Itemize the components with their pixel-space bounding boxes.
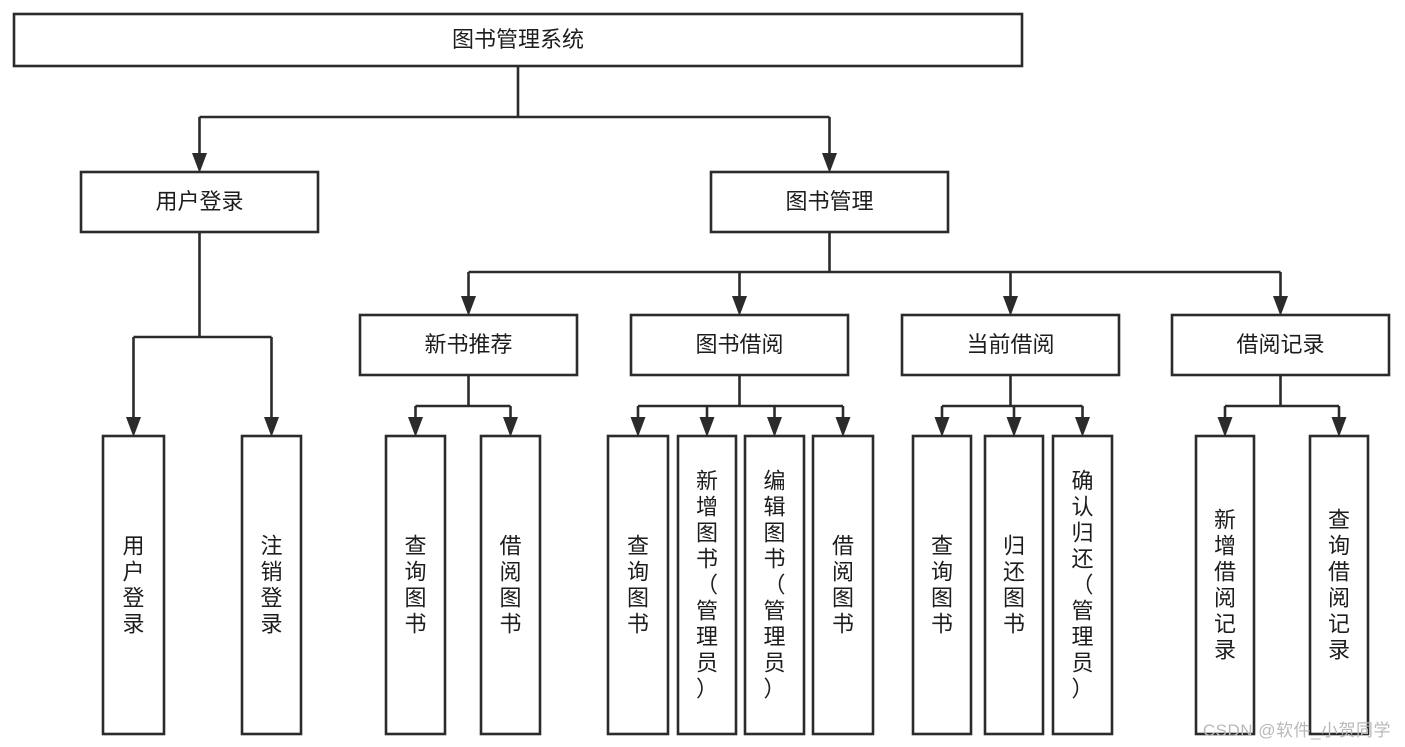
node-root[interactable]: 图书管理系统 — [12, 12, 1024, 68]
arrow-head-icon — [1217, 417, 1233, 437]
node-label-leaf-confirm-return: 确认归还（管理员） — [1071, 468, 1093, 701]
edge-group-book-manage — [461, 232, 1288, 316]
node-leaf-logout[interactable]: 注销登录 — [240, 434, 303, 736]
node-box-leaf-return-book[interactable] — [983, 434, 1045, 736]
node-label-user-login: 用户登录 — [155, 189, 243, 214]
node-book-borrow[interactable]: 图书借阅 — [629, 313, 850, 377]
node-box-new-book-rec[interactable] — [358, 313, 579, 377]
arrow-head-icon — [822, 153, 837, 173]
arrow-head-icon — [126, 417, 141, 437]
edge-group-current-borrow — [934, 375, 1090, 437]
arrow-head-icon — [1003, 296, 1018, 316]
edge-layer — [126, 66, 1347, 437]
node-label-leaf-borrow-book-bb: 借阅图书 — [832, 533, 854, 636]
node-box-leaf-query-book-cb[interactable] — [911, 434, 973, 736]
node-label-leaf-query-record: 查询借阅记录 — [1328, 507, 1350, 662]
node-label-new-book-rec: 新书推荐 — [424, 332, 512, 357]
arrow-head-icon — [408, 417, 423, 437]
node-box-root[interactable] — [12, 12, 1024, 68]
arrow-head-icon — [192, 153, 207, 173]
node-leaf-borrow-book-rec[interactable]: 借阅图书 — [479, 434, 542, 736]
node-label-leaf-query-book-bb: 查询图书 — [627, 533, 649, 636]
node-new-book-rec[interactable]: 新书推荐 — [358, 313, 579, 377]
node-leaf-confirm-return[interactable]: 确认归还（管理员） — [1051, 434, 1114, 736]
arrow-head-icon — [767, 417, 782, 437]
node-box-leaf-borrow-book-bb[interactable] — [811, 434, 875, 736]
node-leaf-user-login[interactable]: 用户登录 — [101, 434, 166, 736]
node-borrow-record[interactable]: 借阅记录 — [1170, 313, 1391, 377]
node-label-current-borrow: 当前借阅 — [966, 332, 1054, 357]
node-label-book-manage: 图书管理 — [785, 189, 873, 214]
node-label-leaf-return-book: 归还图书 — [1003, 533, 1025, 636]
node-label-book-borrow: 图书借阅 — [695, 332, 783, 357]
arrow-head-icon — [1273, 296, 1288, 316]
node-label-leaf-user-login: 用户登录 — [122, 533, 144, 636]
node-label-leaf-query-book-cb: 查询图书 — [931, 533, 953, 636]
arrow-head-icon — [1006, 417, 1022, 437]
node-layer: 图书管理系统用户登录图书管理新书推荐图书借阅当前借阅借阅记录用户登录注销登录查询… — [12, 12, 1391, 736]
edge-group-root — [192, 66, 837, 173]
node-book-manage[interactable]: 图书管理 — [709, 170, 950, 234]
node-label-leaf-edit-book: 编辑图书（管理员） — [763, 468, 785, 701]
arrow-head-icon — [835, 417, 851, 437]
node-box-leaf-confirm-return[interactable] — [1051, 434, 1114, 736]
node-current-borrow[interactable]: 当前借阅 — [900, 313, 1121, 377]
arrow-head-icon — [699, 417, 715, 437]
node-box-leaf-query-book-rec[interactable] — [384, 434, 447, 736]
node-leaf-borrow-book-bb[interactable]: 借阅图书 — [811, 434, 875, 736]
node-box-book-manage[interactable] — [709, 170, 950, 234]
node-leaf-query-record[interactable]: 查询借阅记录 — [1308, 434, 1370, 736]
node-box-leaf-add-book[interactable] — [676, 434, 738, 736]
node-box-leaf-edit-book[interactable] — [743, 434, 806, 736]
node-box-borrow-record[interactable] — [1170, 313, 1391, 377]
edge-group-borrow-record — [1217, 375, 1347, 437]
node-leaf-query-book-rec[interactable]: 查询图书 — [384, 434, 447, 736]
node-leaf-return-book[interactable]: 归还图书 — [983, 434, 1045, 736]
arrow-head-icon — [934, 417, 950, 437]
arrow-head-icon — [630, 417, 646, 437]
node-box-leaf-borrow-book-rec[interactable] — [479, 434, 542, 736]
watermark: CSDN @软件_小贺同学 — [1202, 721, 1391, 740]
arrow-head-icon — [1075, 417, 1090, 437]
node-leaf-add-book[interactable]: 新增图书（管理员） — [676, 434, 738, 736]
node-label-leaf-query-book-rec: 查询图书 — [404, 533, 426, 636]
arrow-head-icon — [1331, 417, 1347, 437]
arrow-head-icon — [264, 417, 279, 437]
node-leaf-query-book-bb[interactable]: 查询图书 — [606, 434, 670, 736]
node-box-book-borrow[interactable] — [629, 313, 850, 377]
node-leaf-edit-book[interactable]: 编辑图书（管理员） — [743, 434, 806, 736]
node-label-borrow-record: 借阅记录 — [1236, 332, 1324, 357]
node-leaf-query-book-cb[interactable]: 查询图书 — [911, 434, 973, 736]
node-leaf-add-record[interactable]: 新增借阅记录 — [1194, 434, 1256, 736]
edge-group-book-borrow — [630, 375, 851, 437]
node-user-login[interactable]: 用户登录 — [79, 170, 320, 234]
node-box-user-login[interactable] — [79, 170, 320, 234]
node-box-leaf-user-login[interactable] — [101, 434, 166, 736]
arrow-head-icon — [732, 296, 747, 316]
node-box-leaf-add-record[interactable] — [1194, 434, 1256, 736]
node-label-leaf-add-book: 新增图书（管理员） — [696, 468, 718, 701]
arrow-head-icon — [503, 417, 518, 437]
edge-group-new-book-rec — [408, 375, 518, 437]
node-label-leaf-logout: 注销登录 — [260, 533, 282, 636]
node-box-current-borrow[interactable] — [900, 313, 1121, 377]
node-box-leaf-query-book-bb[interactable] — [606, 434, 670, 736]
edge-group-user-login — [126, 232, 279, 437]
node-label-root: 图书管理系统 — [452, 27, 584, 52]
node-box-leaf-query-record[interactable] — [1308, 434, 1370, 736]
node-label-leaf-add-record: 新增借阅记录 — [1214, 507, 1236, 662]
node-label-leaf-borrow-book-rec: 借阅图书 — [499, 533, 521, 636]
node-box-leaf-logout[interactable] — [240, 434, 303, 736]
arrow-head-icon — [461, 296, 476, 316]
